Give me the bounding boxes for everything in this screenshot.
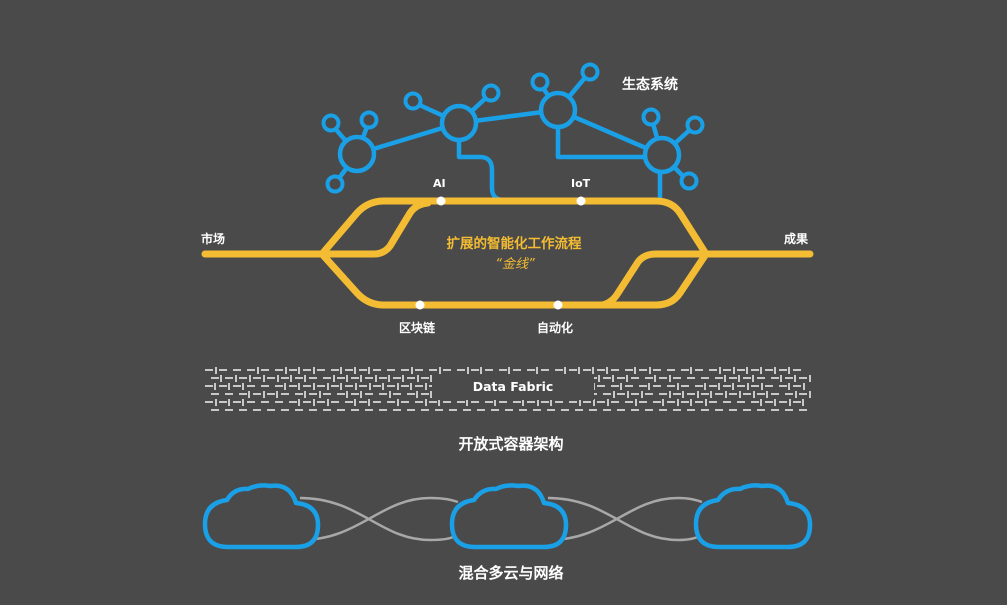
node-label-iot: IoT — [571, 177, 591, 190]
node-dot-iot — [576, 196, 586, 206]
cloud-icon — [693, 483, 813, 550]
satellite-node — [580, 62, 600, 82]
golden-line-title: 扩展的智能化工作流程 — [447, 235, 582, 252]
golden-line-subtitle: “金线” — [495, 256, 535, 272]
cloud-icon — [449, 483, 569, 550]
left-label: 市场 — [201, 231, 225, 246]
satellite-node — [321, 113, 341, 133]
satellite-node — [359, 110, 379, 130]
node-label-ai: AI — [433, 177, 446, 190]
data-fabric-badge: Data Fabric — [473, 379, 554, 394]
satellite-node — [403, 91, 423, 111]
right-label: 成果 — [784, 231, 808, 246]
ecosystem-title: 生态系统 — [622, 76, 678, 93]
hub-node — [439, 103, 479, 143]
satellite-node — [325, 174, 345, 194]
node-dot-blockchain — [415, 300, 425, 310]
hub-node — [538, 90, 578, 130]
hub-node — [642, 135, 682, 175]
node-dot-ai — [436, 196, 446, 206]
golden-line-rails — [201, 197, 814, 309]
satellite-node — [679, 171, 699, 191]
data-fabric-badge-bg — [432, 374, 594, 400]
cloud-icon — [202, 483, 321, 550]
ecosystem-satellite-nodes — [321, 62, 705, 194]
satellite-node — [685, 115, 705, 135]
cloud-caption: 混合多云与网络 — [458, 564, 563, 582]
fabric-caption: 开放式容器架构 — [458, 435, 563, 453]
satellite-node — [481, 83, 501, 103]
satellite-node — [641, 107, 661, 127]
cloud-shapes — [202, 483, 813, 550]
golden-line-nodes — [415, 196, 586, 310]
satellite-node — [530, 72, 550, 92]
ecosystem-hub-nodes — [337, 90, 682, 175]
hub-node — [337, 134, 377, 174]
cloud-links — [299, 496, 703, 542]
node-label-blockchain: 区块链 — [399, 320, 436, 335]
node-dot-automation — [553, 300, 563, 310]
node-label-automation: 自动化 — [537, 320, 573, 335]
